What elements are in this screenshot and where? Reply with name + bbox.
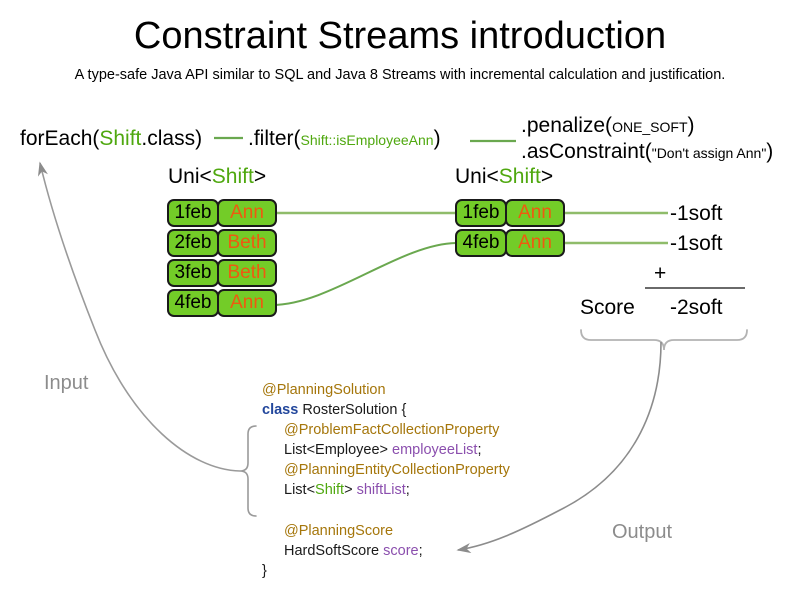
- tuple-cell-date: 3feb: [167, 259, 219, 287]
- code-line-shift-list-field: List<Shift> shiftList;: [262, 480, 510, 500]
- tuple-cell-date: 1feb: [167, 199, 219, 227]
- code-field-type-post: >: [344, 482, 357, 498]
- api-asconstraint-call: .asConstraint("Don't assign Ann"): [521, 140, 773, 164]
- stream-label-left-type: Shift: [211, 165, 254, 188]
- code-class-name: RosterSolution {: [298, 402, 407, 418]
- code-line-planning-solution-annotation: @PlanningSolution: [262, 382, 386, 398]
- code-line-employee-list-field: List<Employee> employeeList;: [262, 440, 510, 460]
- code-field-semicolon: ;: [477, 442, 482, 458]
- tuple-row: 3feb Beth: [167, 259, 277, 287]
- tuple-cell-date: 4feb: [455, 229, 507, 257]
- code-field-semicolon: ;: [418, 543, 423, 559]
- tuple-cell-date: 2feb: [167, 229, 219, 257]
- tuple-row: 4feb Ann: [455, 229, 565, 257]
- input-fields-brace: [239, 425, 257, 517]
- stream-curve-row4: [271, 242, 457, 306]
- score-brace: [580, 329, 748, 351]
- tuple-cell-date: 1feb: [455, 199, 507, 227]
- flow-label-input: Input: [44, 372, 89, 394]
- tuple-cell-date: 4feb: [167, 289, 219, 317]
- tuple-row: 2feb Beth: [167, 229, 277, 257]
- api-foreach-suffix: .class): [141, 127, 203, 150]
- code-block: @PlanningSolution class RosterSolution {…: [262, 380, 510, 500]
- code-field-semicolon: ;: [405, 482, 410, 498]
- flow-label-output: Output: [612, 521, 673, 543]
- output-flow-arrow: [456, 341, 662, 554]
- tuple-table-right: 1feb Ann 4feb Ann: [455, 199, 565, 257]
- api-penalize-call: .penalize(ONE_SOFT): [521, 114, 695, 138]
- score-penalty-1: -1soft: [670, 202, 723, 225]
- api-penalize-prefix: .penalize(: [521, 114, 613, 137]
- stream-label-right: Uni<Shift>: [455, 165, 553, 189]
- api-asconstraint-arg: "Don't assign Ann": [651, 145, 767, 161]
- api-filter-prefix: .filter(: [248, 127, 301, 150]
- code-field-name: employeeList: [392, 442, 478, 458]
- code-field-type-pre: List<: [284, 482, 316, 498]
- stream-label-left-suffix: >: [253, 165, 267, 188]
- stream-label-left-prefix: Uni<: [168, 165, 212, 188]
- api-filter-call: .filter(Shift::isEmployeeAnn): [248, 127, 441, 151]
- api-foreach-type: Shift: [99, 127, 142, 150]
- tuple-cell-name: Ann: [217, 289, 277, 317]
- code-field-type-generic: Shift: [315, 482, 345, 498]
- code-line-planning-score-annotation: @PlanningScore: [284, 523, 394, 539]
- code-field-name: shiftList: [356, 482, 406, 498]
- code-line-class-declaration: class RosterSolution {: [262, 400, 510, 420]
- code-field-type: HardSoftScore: [284, 543, 384, 559]
- tuple-table-left: 1feb Ann 2feb Beth 3feb Beth 4feb Ann: [167, 199, 277, 317]
- api-asconstraint-prefix: .asConstraint(: [521, 140, 652, 163]
- page-title: Constraint Streams introduction: [133, 15, 667, 57]
- code-line-score-field: HardSoftScore score;: [262, 541, 423, 561]
- tuple-cell-name: Ann: [217, 199, 277, 227]
- api-asconstraint-suffix: ): [766, 140, 774, 163]
- code-line-planning-entity-annotation: @PlanningEntityCollectionProperty: [284, 462, 510, 478]
- tuple-cell-name: Beth: [217, 259, 277, 287]
- api-foreach-call: forEach(Shift.class): [20, 127, 202, 151]
- stream-label-right-prefix: Uni<: [455, 165, 499, 188]
- input-flow-arrow: [37, 161, 241, 472]
- tuple-row: 1feb Ann: [167, 199, 277, 227]
- score-penalty-2: -1soft: [670, 232, 723, 255]
- stream-label-right-type: Shift: [498, 165, 541, 188]
- code-score-block: @PlanningScore HardSoftScore score; }: [262, 521, 423, 581]
- stream-label-left: Uni<Shift>: [168, 165, 266, 189]
- score-label: Score: [580, 296, 635, 319]
- tuple-row: 1feb Ann: [455, 199, 565, 227]
- score-plus-operator: +: [654, 262, 667, 285]
- api-penalize-arg: ONE_SOFT: [612, 119, 688, 135]
- page-subtitle: A type-safe Java API similar to SQL and …: [74, 67, 726, 83]
- code-field-name: score: [383, 543, 419, 559]
- api-filter-arg: Shift::isEmployeeAnn: [300, 132, 434, 148]
- code-line-problem-fact-annotation: @ProblemFactCollectionProperty: [284, 422, 500, 438]
- tuple-cell-name: Ann: [505, 229, 565, 257]
- code-field-type: List<Employee>: [284, 442, 393, 458]
- score-total-value: -2soft: [670, 296, 723, 319]
- tuple-row: 4feb Ann: [167, 289, 277, 317]
- tuple-cell-name: Beth: [217, 229, 277, 257]
- api-filter-suffix: ): [433, 127, 441, 150]
- stream-label-right-suffix: >: [540, 165, 554, 188]
- api-penalize-suffix: ): [687, 114, 695, 137]
- api-foreach-prefix: forEach(: [20, 127, 100, 150]
- tuple-cell-name: Ann: [505, 199, 565, 227]
- code-keyword-class: class: [262, 402, 299, 418]
- code-line-closing-brace: }: [262, 563, 267, 579]
